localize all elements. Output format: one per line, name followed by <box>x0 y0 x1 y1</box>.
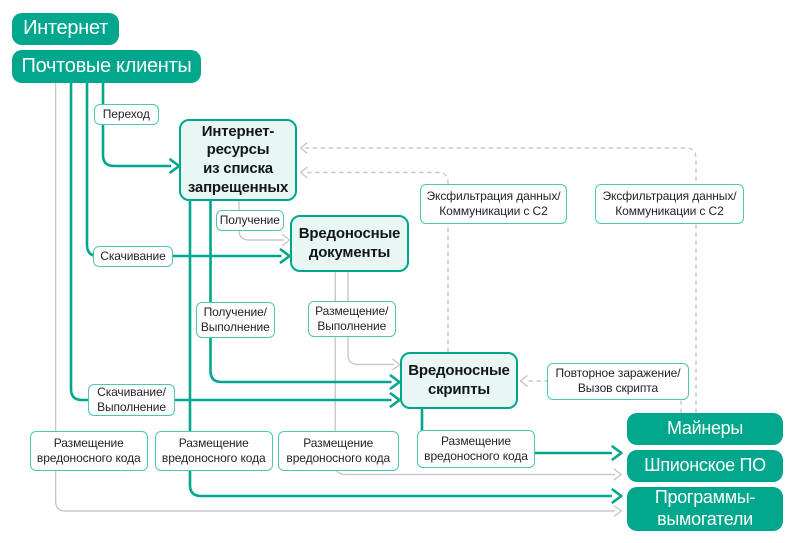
node-mail-clients: Почтовые клиенты <box>12 50 201 83</box>
edge-resources-to-ransomware-teal <box>188 201 612 498</box>
arrowhead-dashed-resources-lower <box>299 166 308 179</box>
edge-mail-to-ransomware-gray <box>54 83 615 512</box>
edge-label-download: Скачивание <box>93 246 173 267</box>
arrowhead-teal-scripts-upper <box>389 374 401 390</box>
edge-label-code-placement-1: Размещение вредоносного кода <box>29 431 148 471</box>
edge-label-receive: Получение <box>215 210 284 231</box>
node-malicious-scripts: Вредоносные скрипты <box>400 352 518 409</box>
edge-documents-to-scripts-gray <box>347 272 394 366</box>
edge-resources-to-scripts-teal <box>209 201 392 384</box>
arrowhead-gray-ransomware <box>613 505 622 517</box>
arrowhead-teal-spyware <box>611 445 623 461</box>
edge-label-code-placement-2: Размещение вредоносного кода <box>154 431 273 471</box>
arrowhead-teal-scripts-lower <box>389 392 401 408</box>
edge-label-receive-execute: Получение/ Выполнение <box>195 302 275 338</box>
node-banned-resources: Интернет- ресурсы из списка запрещенных <box>179 119 297 201</box>
arrowhead-teal-documents <box>279 248 291 264</box>
edge-label-exfiltration-c2-right: Эксфильтрация данных/ Коммуникации с C2 <box>595 184 744 224</box>
edge-label-code-placement-4: Размещение вредоносного кода <box>417 429 535 468</box>
edge-label-transition: Переход <box>93 104 159 125</box>
edge-label-exfiltration-c2-left: Эксфильтрация данных/ Коммуникации с C2 <box>420 184 567 224</box>
edge-scripts-to-resources-dashed <box>305 171 449 352</box>
node-miners: Майнеры <box>627 413 783 445</box>
node-malicious-documents: Вредоносные документы <box>290 215 409 272</box>
edge-mail-to-resources-teal <box>101 83 171 168</box>
edge-label-code-placement-3: Размещение вредоносного кода <box>278 431 399 471</box>
arrowhead-dashed-scripts <box>519 375 528 387</box>
arrowhead-gray-documents <box>282 234 291 246</box>
arrowhead-dashed-resources-upper <box>299 142 308 154</box>
arrowhead-gray-spyware <box>613 468 622 481</box>
arrowhead-gray-scripts <box>392 358 401 371</box>
node-spyware: Шпионское ПО <box>627 450 783 482</box>
node-ransomware: Программы- вымогатели <box>627 486 783 531</box>
arrowhead-teal-ransomware <box>611 488 623 504</box>
edge-label-place-execute: Размещение/ Выполнение <box>307 301 396 337</box>
edge-label-download-execute: Скачивание/ Выполнение <box>88 383 175 416</box>
node-internet: Интернет <box>12 13 119 45</box>
edge-mail-to-scripts-teal <box>69 83 392 402</box>
edge-label-reinfection: Повторное заражение/ Вызов скрипта <box>547 362 689 400</box>
arrowhead-teal-resources <box>169 158 181 174</box>
